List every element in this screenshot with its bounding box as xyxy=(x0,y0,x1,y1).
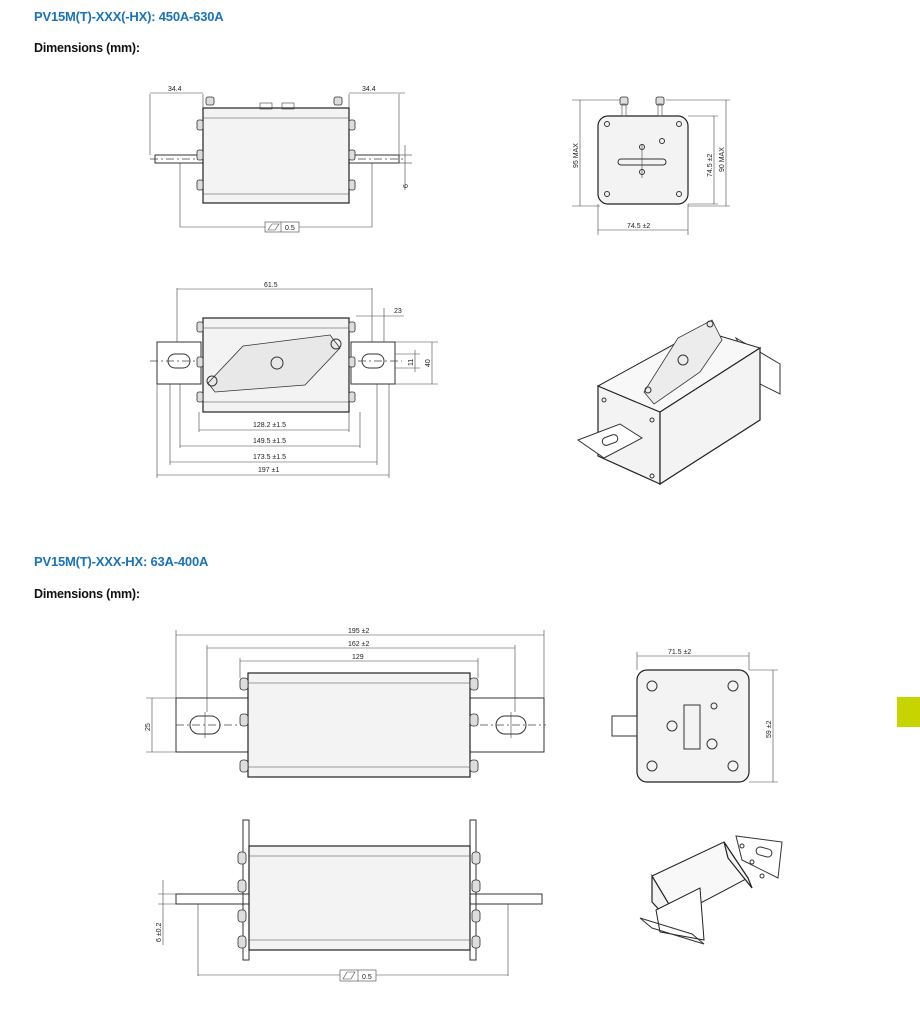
s1-thickness: 6 xyxy=(403,184,410,188)
s2-total: 195 ±2 xyxy=(348,628,369,635)
s1-len4: 197 ±1 xyxy=(258,467,279,474)
s1-len2: 149.5 ±1.5 xyxy=(253,438,286,445)
s1-len3: 173.5 ±1.5 xyxy=(253,454,286,461)
s2-tab-w: 25 xyxy=(145,723,152,731)
s1-slot-w: 11 xyxy=(408,359,415,366)
section2-title: PV15M(T)-XXX-HX: 63A-400A xyxy=(34,554,209,569)
s2-top-view: 195 ±2 162 ±2 129 25 xyxy=(145,628,546,778)
s2-holes: 162 ±2 xyxy=(348,641,369,648)
s1-end-view: 95 MAX 74.5 ±2 90 MAX 74.5 ±2 xyxy=(572,96,730,235)
s1-height-tol: 74.5 ±2 xyxy=(707,154,714,177)
s1-top-view: 61.5 23 11 40 128.2 ±1.5 149.5 ±1.5 173.… xyxy=(150,282,438,478)
s2-side-view: 6 ±0.2 0.5 xyxy=(156,819,543,982)
page-side-tab[interactable] xyxy=(897,697,920,727)
s2-end-view: 71.5 ±2 59 ±2 xyxy=(611,649,778,783)
s1-isometric-view xyxy=(576,319,781,486)
s1-offset-right: 34.4 xyxy=(362,86,376,93)
s1-height-max2: 90 MAX xyxy=(719,147,726,172)
s2-width: 71.5 ±2 xyxy=(668,649,691,656)
s1-flatness: 0.5 xyxy=(285,225,295,232)
s1-offset-left: 34.4 xyxy=(168,86,182,93)
s2-thickness: 6 ±0.2 xyxy=(156,922,163,942)
s1-len1: 128.2 ±1.5 xyxy=(253,422,286,429)
s1-slot-len: 23 xyxy=(394,308,402,315)
s2-height: 59 ±2 xyxy=(766,720,773,738)
s1-tab-w: 40 xyxy=(425,359,432,367)
s1-width-tol: 74.5 ±2 xyxy=(627,223,650,230)
section1-subtitle: Dimensions (mm): xyxy=(34,41,140,55)
section2-subtitle: Dimensions (mm): xyxy=(34,587,140,601)
s2-body: 129 xyxy=(352,654,364,661)
s1-mount-width: 61.5 xyxy=(264,282,278,289)
section1-title: PV15M(T)-XXX(-HX): 450A-630A xyxy=(34,9,224,24)
s1-height-max: 95 MAX xyxy=(573,143,580,168)
s2-flatness: 0.5 xyxy=(362,974,372,981)
s1-front-view: 34.4 34.4 6 0.5 xyxy=(149,86,412,233)
s2-isometric-view xyxy=(639,835,783,945)
